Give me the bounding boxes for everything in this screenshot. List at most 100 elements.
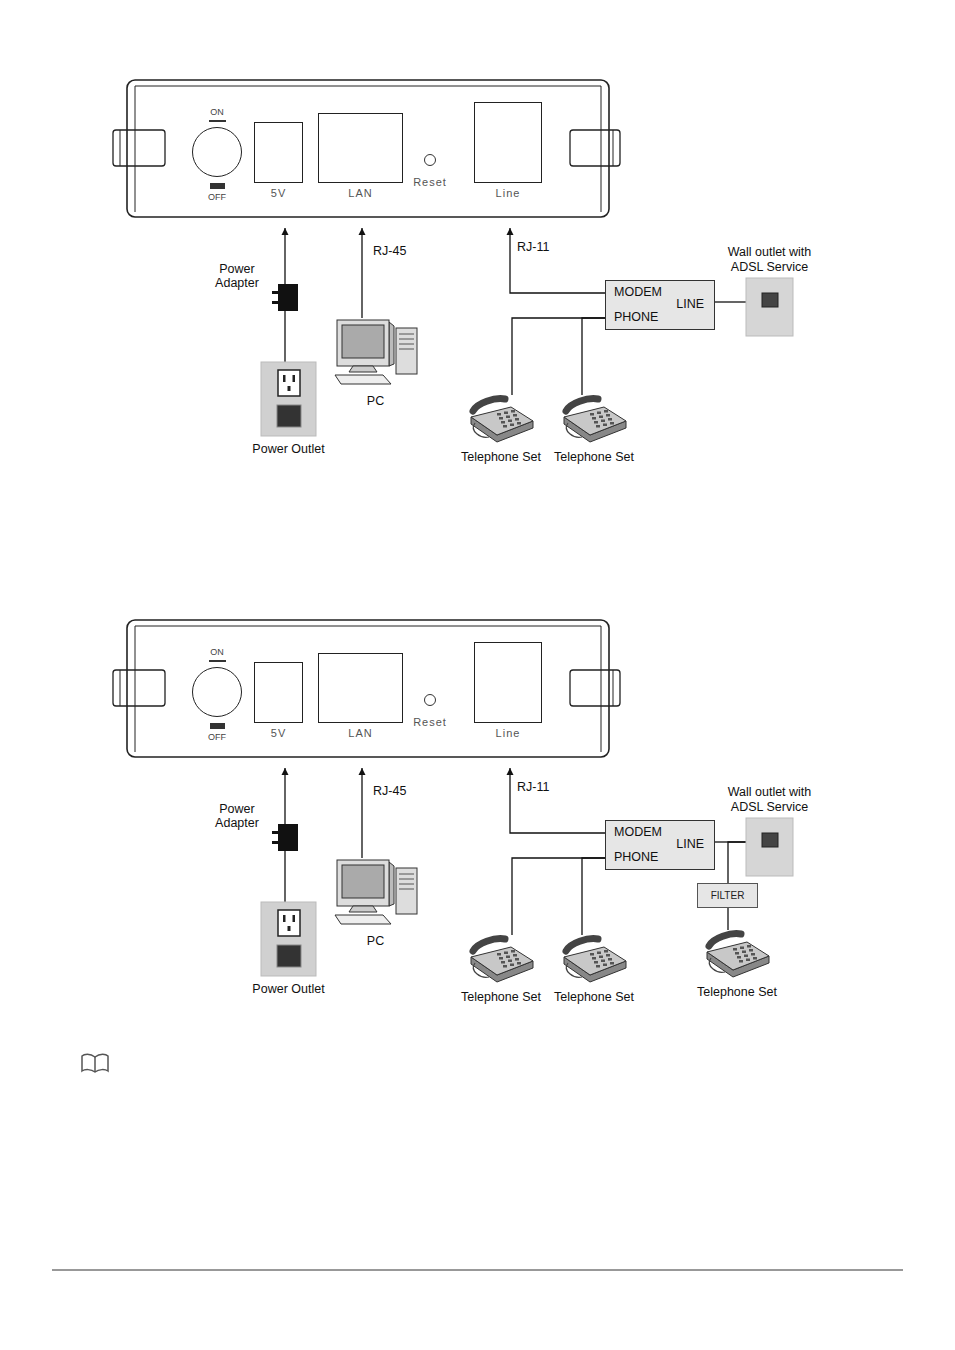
adapter-drawing xyxy=(272,824,298,851)
pc-icon: PC xyxy=(333,318,418,386)
label-text: Telephone Set xyxy=(461,450,541,464)
label-text: ON xyxy=(210,107,224,117)
power-adapter: Power Adapter xyxy=(272,284,298,311)
line-port: Line xyxy=(474,102,542,228)
telephone: Telephone Set xyxy=(560,395,628,443)
connector-wire xyxy=(512,318,605,395)
connector-wire xyxy=(361,768,362,858)
label-text: Reset xyxy=(413,716,447,729)
port-socket xyxy=(474,102,542,183)
pc-icon: PC xyxy=(333,858,418,926)
pc-drawing xyxy=(333,318,418,386)
port-socket xyxy=(254,122,303,183)
wall-drawing xyxy=(746,278,793,336)
filter-box: FILTER xyxy=(697,883,758,908)
connector-wire xyxy=(728,842,746,883)
reset-button: Reset xyxy=(424,154,436,166)
label-text: Telephone Set xyxy=(554,450,634,464)
label-text: ON xyxy=(210,647,224,657)
cable-label: RJ-11 xyxy=(516,780,550,794)
label-text: LAN xyxy=(348,187,372,200)
label-text: Telephone Set xyxy=(697,985,777,999)
connector-wire xyxy=(715,301,746,302)
phone-drawing xyxy=(560,395,628,443)
wall-outlet: Wall outlet with ADSL Service xyxy=(746,818,793,876)
power-jack: 5V xyxy=(254,662,303,768)
power-switch: ONOFF xyxy=(192,667,242,717)
connector-wire xyxy=(582,858,605,935)
label-text: OFF xyxy=(208,192,226,202)
label-text: LINE xyxy=(676,297,704,311)
splitter-box: MODEM LINE PHONE xyxy=(605,280,715,330)
label-text: Wall outlet with ADSL Service xyxy=(718,785,822,814)
connector-wire xyxy=(582,318,605,395)
phone-drawing xyxy=(560,935,628,983)
adapter-drawing xyxy=(272,284,298,311)
label-text: PHONE xyxy=(614,850,658,864)
label-text: Power Adapter xyxy=(208,262,266,291)
phone-drawing xyxy=(467,395,535,443)
power-switch: ONOFF xyxy=(192,127,242,177)
label-text: Power Adapter xyxy=(208,802,266,831)
label-text: LINE xyxy=(676,837,704,851)
power-outlet: Power Outlet xyxy=(261,902,316,976)
connector-wire xyxy=(284,768,285,824)
label-text: PHONE xyxy=(614,310,658,324)
outlet-drawing xyxy=(261,902,316,976)
label-text: 5V xyxy=(271,187,286,200)
port-socket xyxy=(474,642,542,723)
line-port: Line xyxy=(474,642,542,768)
label-text: Line xyxy=(496,727,521,740)
label-text: Line xyxy=(496,187,521,200)
phone-drawing xyxy=(703,930,771,978)
label-text: PC xyxy=(367,394,384,408)
cable-label: RJ-45 xyxy=(372,244,407,258)
power-jack: 5V xyxy=(254,122,303,228)
modem-rear-panel xyxy=(113,80,620,217)
connector-wire xyxy=(727,908,728,930)
lan-port: LAN xyxy=(318,113,403,228)
cable-label: RJ-45 xyxy=(372,784,407,798)
label-text: MODEM xyxy=(614,285,662,299)
label-text: Telephone Set xyxy=(461,990,541,1004)
label-text: PC xyxy=(367,934,384,948)
wall-drawing xyxy=(746,818,793,876)
modem-rear-panel xyxy=(113,620,620,757)
power-outlet: Power Outlet xyxy=(261,362,316,436)
telephone: Telephone Set xyxy=(467,395,535,443)
telephone: Telephone Set xyxy=(560,935,628,983)
label-text: Wall outlet with ADSL Service xyxy=(718,245,822,274)
footer-rule xyxy=(52,1270,903,1271)
cable-label: RJ-11 xyxy=(516,240,550,254)
pc-drawing xyxy=(333,858,418,926)
power-adapter: Power Adapter xyxy=(272,824,298,851)
outlet-drawing xyxy=(261,362,316,436)
wall-outlet: Wall outlet with ADSL Service xyxy=(746,278,793,336)
label-text: MODEM xyxy=(614,825,662,839)
label-text: OFF xyxy=(208,732,226,742)
label-text: Telephone Set xyxy=(554,990,634,1004)
connector-wire xyxy=(284,311,285,362)
label-text: FILTER xyxy=(711,890,745,902)
phone-drawing xyxy=(467,935,535,983)
connector-wire xyxy=(284,228,285,284)
port-socket xyxy=(318,653,403,723)
connector-wire xyxy=(510,768,605,833)
connector-wire xyxy=(512,858,605,935)
label-text: Power Outlet xyxy=(252,442,324,456)
label-text: Power Outlet xyxy=(252,982,324,996)
connector-wire xyxy=(284,851,285,902)
connector-wire xyxy=(361,228,362,318)
splitter-box: MODEM LINE PHONE xyxy=(605,820,715,870)
connector-wire xyxy=(510,228,605,293)
telephone: Telephone Set xyxy=(467,935,535,983)
port-socket xyxy=(254,662,303,723)
port-socket xyxy=(318,113,403,183)
label-text: Reset xyxy=(413,176,447,189)
reset-button: Reset xyxy=(424,694,436,706)
label-text: 5V xyxy=(271,727,286,740)
note-icon xyxy=(82,1054,108,1072)
telephone: Telephone Set xyxy=(703,930,771,978)
lan-port: LAN xyxy=(318,653,403,768)
